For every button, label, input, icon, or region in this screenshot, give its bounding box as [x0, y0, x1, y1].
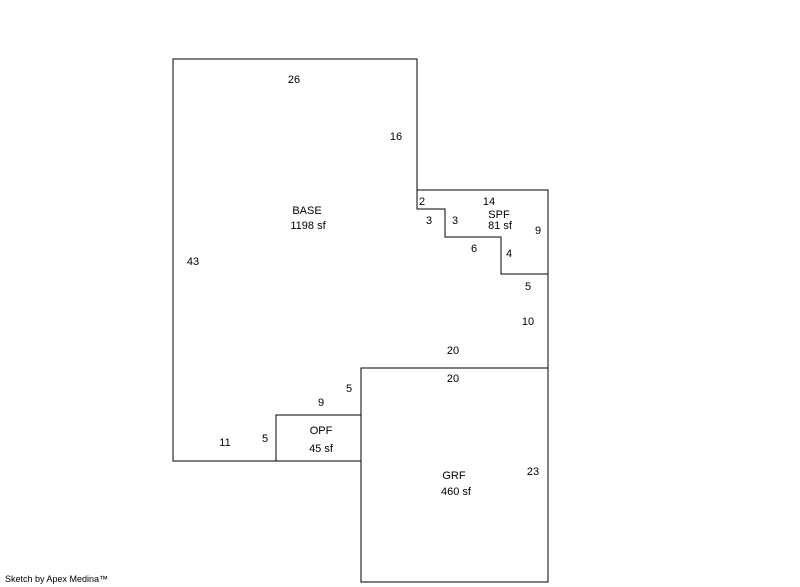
dim-base-step-drop-1: 3 [426, 215, 432, 227]
dim-grf-top: 20 [447, 373, 459, 385]
opf-outline [275, 414, 361, 461]
spf-name: SPF [488, 209, 510, 221]
dim-spf-top: 14 [483, 196, 495, 208]
dim-base-right-lower-step: 5 [525, 281, 531, 293]
dim-opf-top: 9 [318, 397, 324, 409]
dim-spf-step-drop-1: 3 [452, 215, 458, 227]
spf-outline [417, 189, 549, 274]
dim-base-step-top: 2 [419, 196, 425, 208]
grf-area: 460 sf [441, 486, 472, 498]
dim-base-right-lower: 10 [522, 316, 534, 328]
sketch-credit: Sketch by Apex Medina™ [5, 574, 109, 584]
base-area: 1198 sf [290, 220, 326, 232]
dim-opf-left: 5 [262, 433, 268, 445]
dim-spf-step-run-2: 6 [471, 243, 477, 255]
spf-area: 81 sf [488, 220, 513, 232]
dim-spf-right: 9 [535, 225, 541, 237]
grf-name: GRF [442, 470, 466, 482]
base-name: BASE [292, 205, 321, 217]
dim-base-bottom: 11 [219, 437, 230, 449]
dim-opf-right: 5 [346, 383, 352, 395]
grf-outline [360, 368, 549, 583]
dim-base-left: 43 [187, 256, 199, 268]
dim-grf-right: 23 [527, 466, 539, 478]
dim-spf-step-drop-2: 4 [506, 248, 512, 260]
dim-base-right-upper: 16 [390, 131, 402, 143]
opf-name: OPF [310, 425, 333, 437]
opf-area: 45 sf [309, 443, 334, 455]
dim-base-top: 26 [288, 74, 300, 86]
dim-base-bottom-right: 20 [447, 345, 459, 357]
